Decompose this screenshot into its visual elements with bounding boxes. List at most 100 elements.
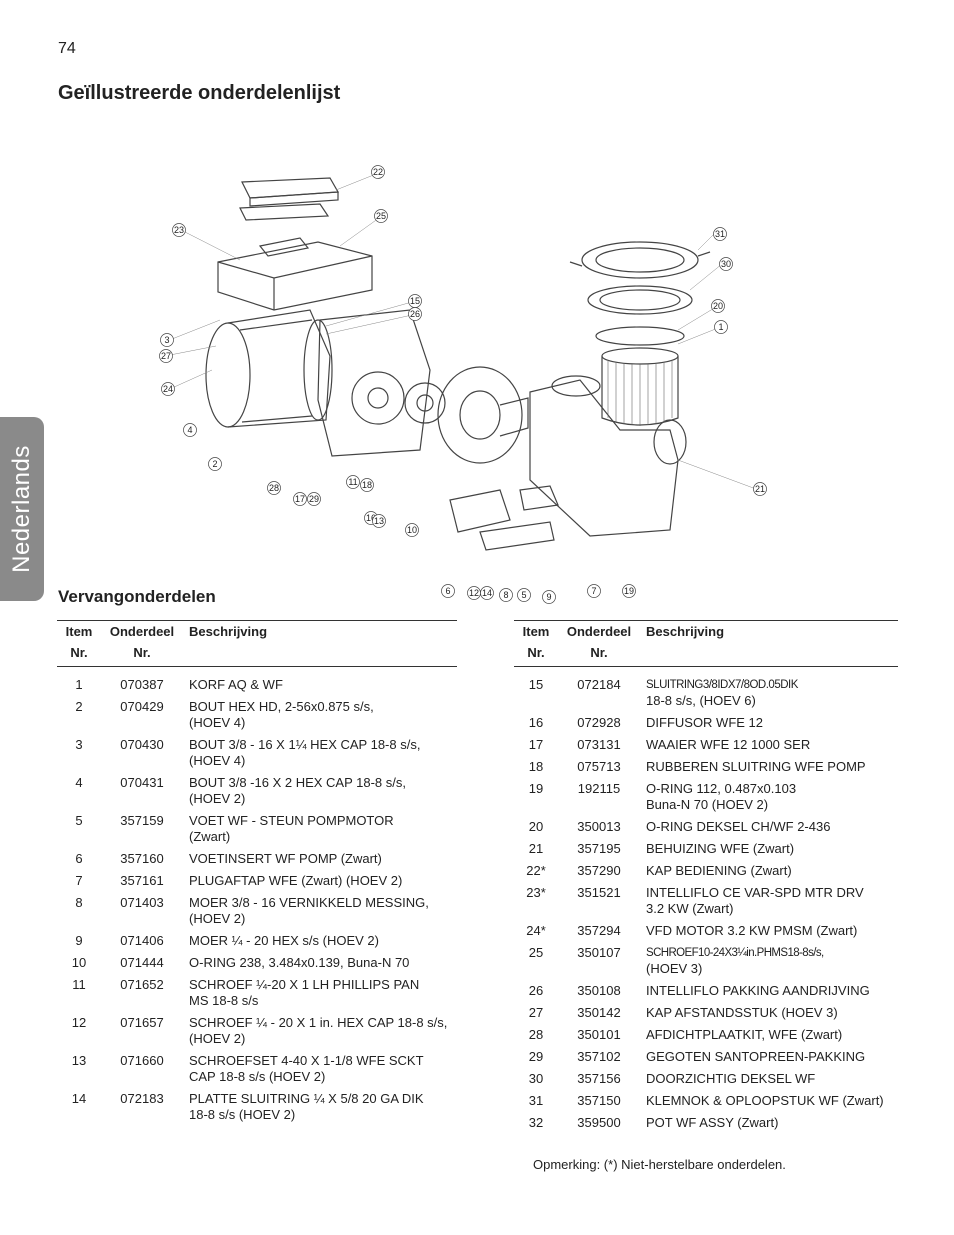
- part-description: INTELLIFLO PAKKING AANDRIJVING: [640, 983, 898, 1005]
- part-number: 350013: [577, 819, 621, 834]
- part-description: AFDICHTPLAATKIT, WFE (Zwart): [640, 1027, 898, 1049]
- description-line: PLATTE SLUITRING ¼ X 5/8 20 GA DIK: [189, 1091, 424, 1106]
- callout-circle: [372, 514, 386, 528]
- callout-circle: [172, 223, 186, 237]
- callout-label: 24: [163, 384, 173, 394]
- item-number: 21: [528, 841, 544, 856]
- header-description: Beschrijving: [183, 620, 457, 645]
- description-line: O-RING 238, 3.484x0.139, Buna-N 70: [189, 955, 410, 970]
- item-number: 12: [71, 1015, 87, 1030]
- parts-row: 27 350142 KAP AFSTANDSSTUK (HOEV 3): [514, 1005, 898, 1027]
- callout-label: 21: [755, 484, 765, 494]
- callout-circle: [183, 423, 197, 437]
- callout-circle: [711, 299, 725, 313]
- item-number: 3: [75, 737, 83, 752]
- description-line: KLEMNOK & OPLOOPSTUK WF (Zwart): [646, 1093, 884, 1108]
- callout-label: 11: [348, 477, 357, 487]
- part-description: GEGOTEN SANTOPREEN-PAKKING: [640, 1049, 898, 1071]
- description-line-2: 3.2 KW (Zwart): [646, 901, 734, 916]
- header-part: Onderdeel: [558, 620, 640, 645]
- part-number: 350142: [577, 1005, 621, 1020]
- part-description: KLEMNOK & OPLOOPSTUK WF (Zwart): [640, 1093, 898, 1115]
- part-description: BOUT 3/8 - 16 X 1¼ HEX CAP 18-8 s/s,(HOE…: [183, 737, 457, 775]
- description-line: INTELLIFLO PAKKING AANDRIJVING: [646, 983, 870, 998]
- part-number: 071444: [120, 955, 164, 970]
- description-line: RUBBEREN SLUITRING WFE POMP: [646, 759, 866, 774]
- item-number: 15: [528, 677, 544, 692]
- callout-circle: [622, 584, 636, 598]
- description-line: AFDICHTPLAATKIT, WFE (Zwart): [646, 1027, 843, 1042]
- callout-circle: [542, 590, 556, 604]
- part-number: 357161: [120, 873, 164, 888]
- part-number: 071406: [120, 933, 164, 948]
- language-label: Nederlands: [8, 445, 35, 573]
- part-description: WAAIER WFE 12 1000 SER: [640, 737, 898, 759]
- part-description: KORF AQ & WF: [183, 667, 457, 700]
- callout-label: 12: [469, 588, 479, 598]
- callout-label: 31: [715, 229, 725, 239]
- item-number: 7: [75, 873, 83, 888]
- callout-label: 30: [721, 259, 731, 269]
- item-number: 31: [528, 1093, 544, 1108]
- description-line: KAP AFSTANDSSTUK (HOEV 3): [646, 1005, 838, 1020]
- callout-label: 20: [713, 301, 723, 311]
- item-number: 27: [528, 1005, 544, 1020]
- description-line: VOETINSERT WF POMP (Zwart): [189, 851, 382, 866]
- part-description: KAP AFSTANDSSTUK (HOEV 3): [640, 1005, 898, 1027]
- callout-circle: [208, 457, 222, 471]
- part-number: 357290: [577, 863, 621, 878]
- description-line: KORF AQ & WF: [189, 677, 283, 692]
- callout-circle: [346, 475, 360, 489]
- callout-label: 5: [521, 590, 526, 600]
- callout-label: 23: [174, 225, 184, 235]
- header-item-nr: Nr.: [57, 645, 101, 667]
- footnote: Opmerking: (*) Niet-herstelbare onderdel…: [533, 1157, 786, 1172]
- callout-label: 16: [366, 513, 376, 523]
- part-description: BOUT 3/8 -16 X 2 HEX CAP 18-8 s/s,(HOEV …: [183, 775, 457, 813]
- section-title: Vervangonderdelen: [58, 587, 216, 606]
- callout-circle: [713, 227, 727, 241]
- description-line-2: (HOEV 2): [189, 791, 246, 806]
- item-number: 4: [75, 775, 83, 790]
- description-line: SCHROEF10-24X3¼in.PHMS18-8s/s,: [646, 947, 824, 959]
- part-number: 070429: [120, 699, 164, 714]
- item-number: 8: [75, 895, 83, 910]
- parts-row: 10 071444 O-RING 238, 3.484x0.139, Buna-N …: [57, 955, 457, 977]
- part-description: VFD MOTOR 3.2 KW PMSM (Zwart): [640, 923, 898, 945]
- description-line: SCHROEF ¼-20 X 1 LH PHILLIPS PAN: [189, 977, 420, 992]
- part-description: DOORZICHTIG DEKSEL WF: [640, 1071, 898, 1093]
- description-line: BOUT 3/8 -16 X 2 HEX CAP 18-8 s/s,: [189, 775, 407, 790]
- part-description: DIFFUSOR WFE 12: [640, 715, 898, 737]
- item-number: 10: [71, 955, 87, 970]
- header-description: Beschrijving: [640, 620, 898, 645]
- part-description: MOER 3/8 - 16 VERNIKKELD MESSING,(HOEV 2…: [183, 895, 457, 933]
- description-line: SLUITRING3/8IDX7/8OD.05DIK: [646, 679, 798, 691]
- item-number: 18: [528, 759, 544, 774]
- description-line-2: 18-8 s/s (HOEV 2): [189, 1107, 296, 1122]
- item-number: 14: [71, 1091, 87, 1106]
- callout-circle: [267, 481, 281, 495]
- item-number: 30: [528, 1071, 544, 1086]
- callout-circle: [480, 586, 494, 600]
- callout-label: 18: [362, 480, 372, 490]
- description-line-2: (HOEV 2): [189, 911, 246, 926]
- description-line-2: Buna-N 70 (HOEV 2): [646, 797, 769, 812]
- part-number: 070387: [120, 677, 164, 692]
